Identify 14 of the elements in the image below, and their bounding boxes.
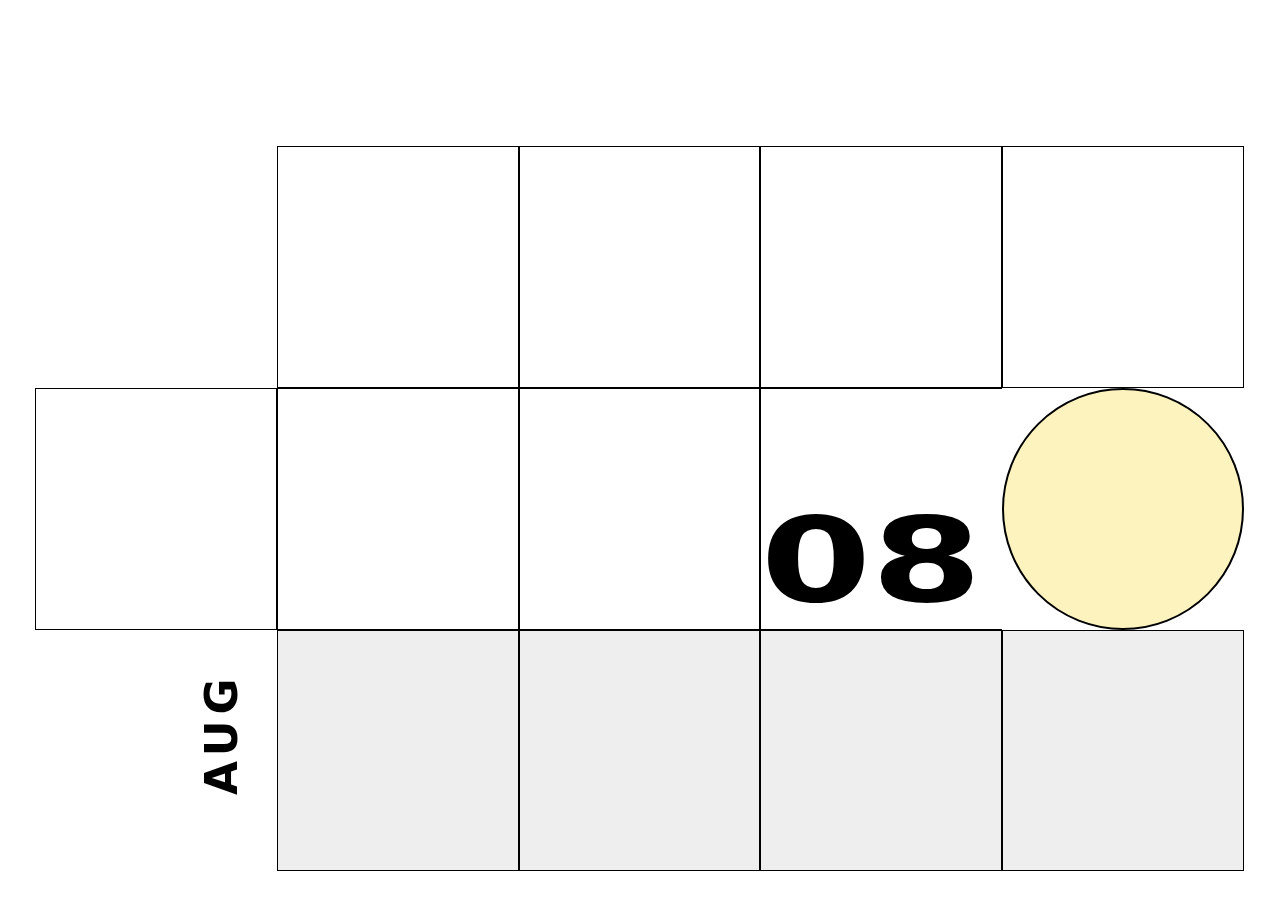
grid-cell xyxy=(277,146,519,388)
grid-cell xyxy=(1002,146,1244,388)
grid-cell xyxy=(760,630,1002,871)
grid-cell xyxy=(1002,630,1244,871)
grid-cell xyxy=(35,388,277,630)
grid-cell xyxy=(519,388,760,630)
grid-cell xyxy=(519,146,760,388)
grid-cell xyxy=(277,630,519,871)
grid-cell xyxy=(277,388,519,630)
day-number: 08 xyxy=(760,501,982,619)
grid-cell xyxy=(760,388,1002,630)
grid-cell xyxy=(519,630,760,871)
grid-cell xyxy=(760,146,1002,388)
month-label: AUG xyxy=(196,672,247,795)
